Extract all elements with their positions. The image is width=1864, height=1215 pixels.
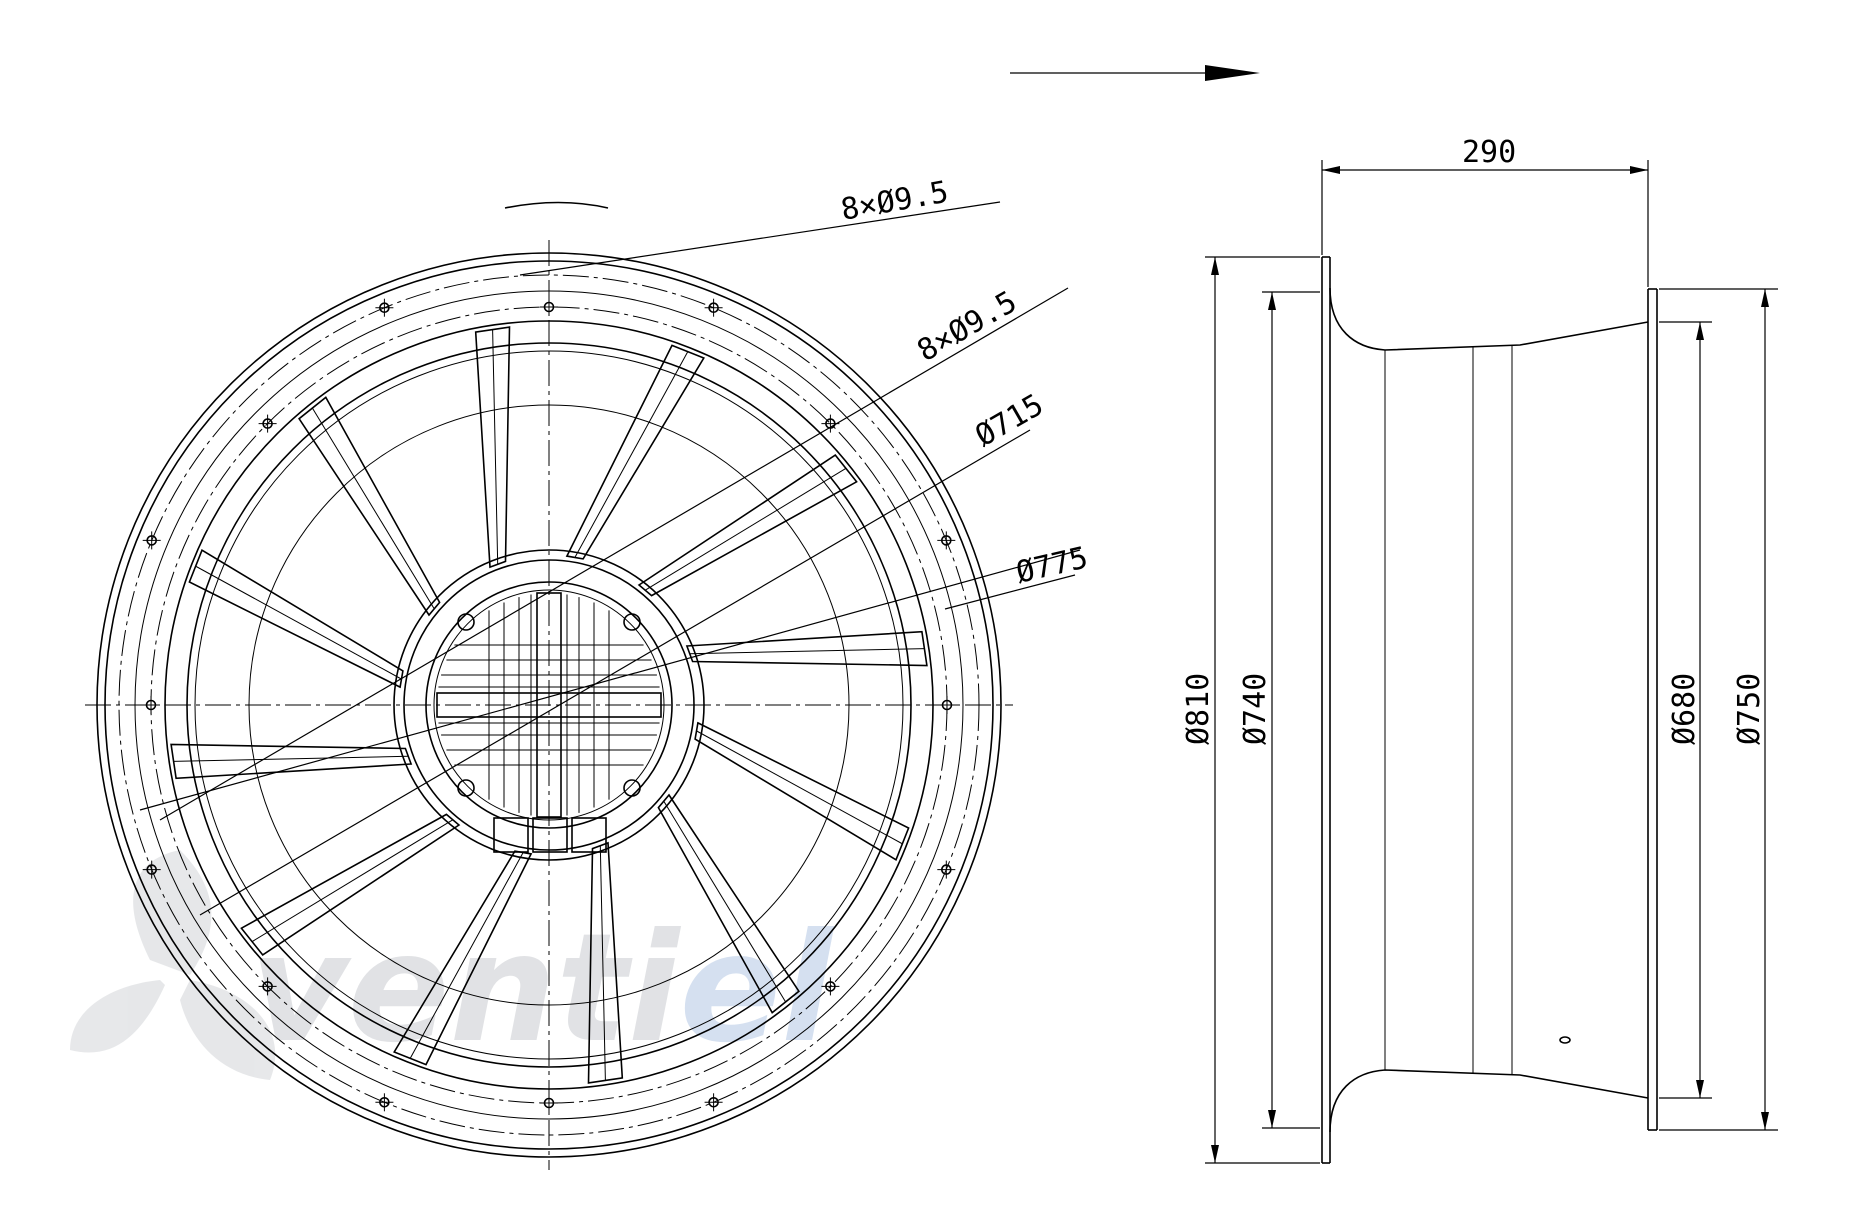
mounting-hole bbox=[821, 977, 840, 996]
support-strut bbox=[170, 743, 413, 780]
support-struts bbox=[170, 326, 928, 1084]
mounting-holes bbox=[142, 298, 956, 1112]
support-strut bbox=[694, 721, 910, 861]
mounting-hole bbox=[540, 1094, 558, 1112]
support-strut bbox=[240, 813, 461, 956]
mounting-hole bbox=[258, 414, 277, 433]
holes-outer-label: 8×Ø9.5 bbox=[838, 175, 951, 228]
dia-740-dimension bbox=[1262, 291, 1320, 1129]
svg-text:ventiel: ventiel bbox=[250, 902, 835, 1076]
dia-680-dimension bbox=[1659, 321, 1712, 1099]
cooling-fin-cross-vertical bbox=[536, 592, 562, 818]
motor-terminal-plate bbox=[425, 581, 673, 829]
dia-750-dimension bbox=[1659, 288, 1778, 1131]
watermark-logo: ventiel bbox=[70, 850, 835, 1080]
watermark-accent-text: el bbox=[679, 902, 835, 1076]
motor-screws bbox=[457, 613, 641, 797]
mounting-hole bbox=[142, 531, 161, 550]
support-strut bbox=[587, 841, 624, 1084]
length-dimension bbox=[1321, 160, 1649, 287]
drain-hole bbox=[1559, 1036, 1571, 1044]
dia-810-dimension bbox=[1205, 256, 1320, 1164]
support-strut bbox=[298, 396, 441, 617]
support-strut bbox=[474, 326, 511, 569]
motor-terminal-plate-inner bbox=[433, 589, 665, 821]
support-strut bbox=[685, 630, 928, 667]
rotation-arc bbox=[504, 201, 609, 209]
mounting-hole bbox=[142, 860, 161, 879]
bellmouth-bottom bbox=[1329, 1069, 1649, 1133]
dia-810-label: Ø810 bbox=[1181, 673, 1216, 745]
mounting-hole bbox=[142, 696, 160, 714]
bellmouth-top bbox=[1329, 287, 1649, 351]
length-label: 290 bbox=[1462, 135, 1516, 170]
motor-cooling-fins bbox=[436, 592, 662, 818]
support-strut bbox=[565, 344, 705, 560]
front-view-leaders bbox=[139, 201, 1081, 916]
cable-glands bbox=[493, 817, 607, 853]
dia-750-label: Ø750 bbox=[1732, 673, 1767, 745]
mounting-hole bbox=[258, 977, 277, 996]
mounting-hole bbox=[375, 298, 394, 317]
holes-inner-label: 8×Ø9.5 bbox=[912, 284, 1023, 368]
support-strut bbox=[657, 793, 800, 1014]
mounting-hole bbox=[937, 531, 956, 550]
mounting-hole bbox=[704, 298, 723, 317]
mounting-hole bbox=[704, 1093, 723, 1112]
motor-hub-outer bbox=[393, 549, 705, 861]
support-strut bbox=[188, 549, 404, 689]
dia-775-label: Ø775 bbox=[1013, 540, 1091, 590]
mounting-hole bbox=[375, 1093, 394, 1112]
cooling-fin-cross-horizontal bbox=[436, 692, 662, 718]
airflow-arrow bbox=[1010, 65, 1260, 81]
dia-715-label: Ø715 bbox=[970, 387, 1050, 453]
mounting-hole bbox=[937, 860, 956, 879]
dia-680-label: Ø680 bbox=[1667, 673, 1702, 745]
side-view: 290 Ø810 Ø740 Ø680 bbox=[1181, 135, 1778, 1164]
support-strut bbox=[637, 454, 858, 597]
mounting-hole bbox=[540, 298, 558, 316]
dia-740-label: Ø740 bbox=[1238, 673, 1273, 745]
mounting-hole bbox=[938, 696, 956, 714]
motor-hub-ring bbox=[403, 559, 695, 851]
